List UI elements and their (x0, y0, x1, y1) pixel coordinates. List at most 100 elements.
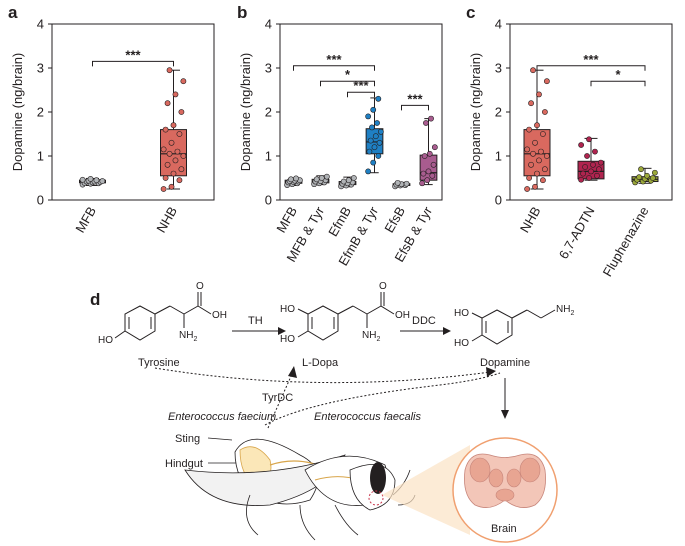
data-point (93, 177, 100, 184)
bee-illustration (184, 437, 470, 541)
data-point (176, 177, 183, 184)
x-tick-label: NHB (153, 204, 180, 235)
significance-label: *** (583, 52, 599, 67)
data-point (288, 176, 294, 183)
x-tick-label: EfmB (325, 204, 354, 239)
data-point (596, 166, 602, 173)
significance-bracket (590, 80, 646, 87)
significance-label: *** (326, 52, 342, 67)
data-point (366, 148, 373, 155)
data-point (528, 100, 534, 107)
enzyme-th-label: TH (248, 315, 263, 327)
ldopa-ho-bottom: HO (280, 334, 295, 345)
data-point (526, 175, 532, 181)
data-point (375, 153, 382, 159)
data-point (542, 109, 548, 115)
data-point (428, 115, 434, 122)
data-point (87, 175, 94, 182)
data-point (597, 159, 604, 166)
data-point (540, 177, 546, 184)
data-point (524, 186, 531, 192)
data-point (370, 159, 377, 166)
data-point (588, 168, 594, 175)
tyrosine-nh2: NH2 (179, 330, 197, 343)
x-tick-label: MFB (72, 204, 99, 235)
data-point (536, 157, 542, 164)
bacteria1-label: Enterococcus faecium (168, 411, 276, 423)
dopamine-label: Dopamine (480, 357, 530, 369)
significance-label: * (345, 67, 351, 82)
data-point (638, 166, 644, 173)
data-point (365, 113, 372, 120)
data-point (178, 109, 185, 115)
data-point (430, 161, 437, 168)
ldopa-structure (297, 292, 395, 341)
ldopa-nh2: NH2 (362, 330, 380, 343)
data-point (582, 164, 588, 170)
data-point (369, 124, 375, 131)
data-point (170, 122, 177, 129)
data-point (160, 146, 167, 153)
dopamine-structure (471, 309, 556, 345)
data-point (376, 139, 383, 146)
x-tick-label: MFB (273, 204, 300, 235)
ldopa-o: O (379, 281, 387, 292)
data-point (164, 100, 171, 107)
data-point (584, 153, 590, 159)
data-point (426, 150, 433, 157)
significance-bracket (401, 104, 429, 111)
data-point (367, 137, 374, 144)
data-point (543, 153, 550, 159)
y-tick-label: 1 (265, 149, 272, 164)
x-tick-label: Fluphenazine (600, 204, 652, 279)
data-point (166, 67, 173, 74)
hindgut-label: Hindgut (165, 458, 203, 470)
data-point (394, 179, 401, 186)
y-tick-label: 3 (495, 61, 502, 76)
tyrosine-o: O (196, 281, 204, 292)
y-tick-label: 3 (265, 61, 272, 76)
data-point (370, 106, 377, 113)
data-point (651, 169, 658, 176)
data-point (592, 148, 598, 155)
data-point (586, 136, 592, 143)
data-point (543, 78, 550, 85)
data-point (340, 178, 347, 185)
dopamine-pathway-diagram (114, 292, 556, 429)
brain-inset: Brain (452, 437, 558, 543)
tyrosine-structure (114, 292, 212, 341)
data-point (524, 146, 531, 153)
y-axis-label: Dopamine (ng/brain) (468, 53, 483, 172)
tyrdc-label: TyrDC (262, 392, 293, 404)
data-point (429, 172, 436, 179)
data-point (594, 172, 600, 179)
data-point (170, 170, 177, 177)
data-point (168, 139, 175, 146)
y-tick-label: 0 (265, 193, 272, 208)
data-point (636, 174, 642, 181)
x-tick-label: 6,7-ADTN (556, 204, 598, 262)
bacteria2-label: Enterococcus faecalis (314, 411, 421, 423)
significance-label: *** (407, 91, 423, 106)
data-point (421, 153, 428, 159)
panel-letter-a: a (8, 3, 18, 22)
x-tick-label: NHB (517, 204, 544, 235)
data-point (99, 178, 106, 184)
data-point (374, 120, 380, 126)
significance-bracket (92, 60, 174, 67)
dopamine-ho-bottom: HO (454, 338, 469, 349)
dopamine-ho-top: HO (454, 308, 469, 319)
y-axis-label: Dopamine (ng/brain) (238, 53, 253, 172)
significance-label: *** (125, 47, 141, 62)
bee-eye (370, 462, 386, 494)
data-point (530, 67, 536, 74)
data-point (419, 180, 426, 187)
significance-label: *** (353, 78, 369, 93)
data-point (345, 177, 352, 184)
data-point (168, 183, 175, 190)
y-tick-label: 2 (265, 105, 272, 120)
